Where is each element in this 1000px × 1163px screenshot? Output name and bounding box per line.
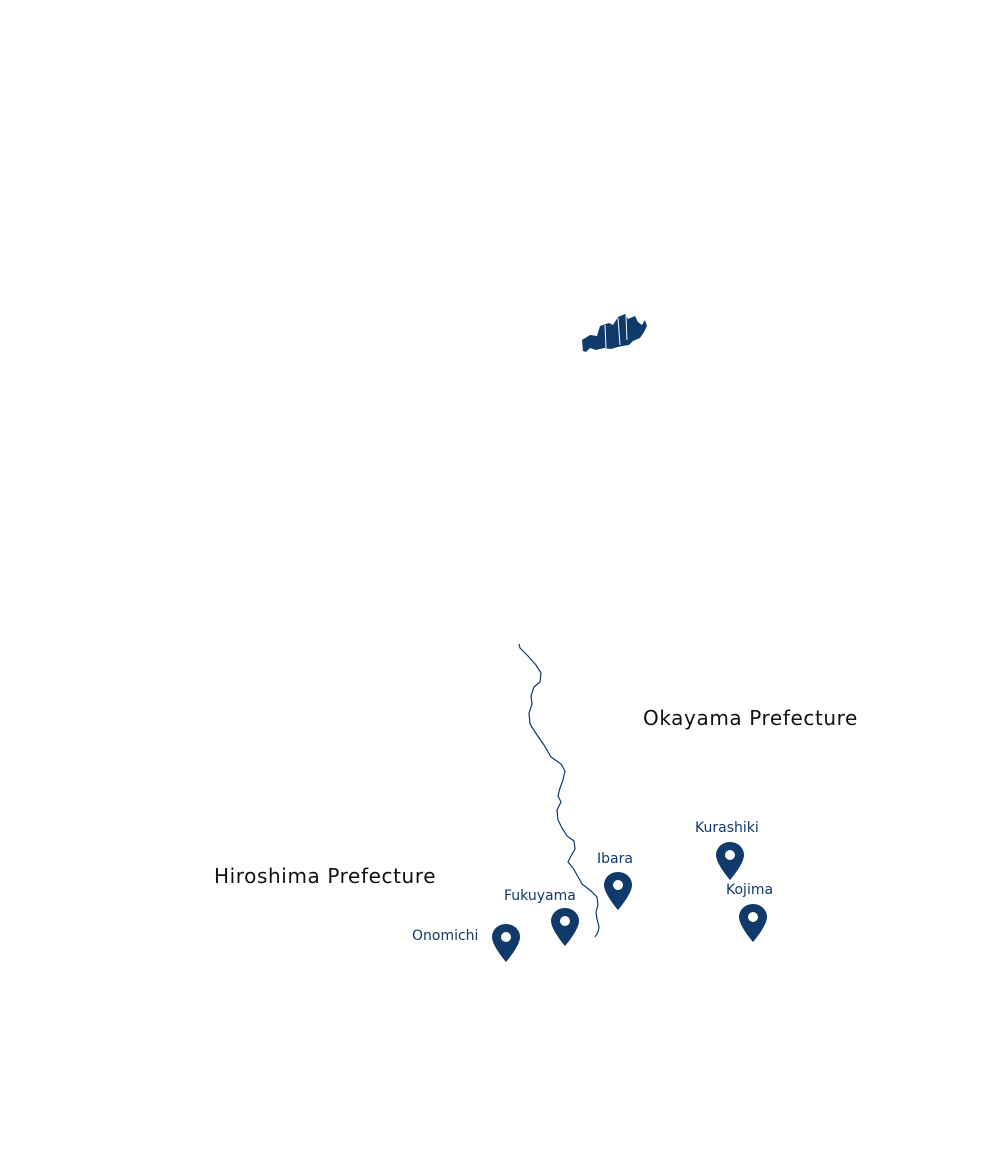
city-label-ibara: Ibara — [597, 851, 633, 867]
map-pin-icon[interactable] — [549, 906, 581, 948]
map-pin-icon[interactable] — [602, 870, 634, 912]
prefecture-boundary-line — [518, 643, 600, 938]
region-locator-icon — [582, 314, 647, 352]
city-label-fukuyama: Fukuyama — [504, 888, 576, 904]
city-label-onomichi: Onomichi — [412, 928, 479, 944]
map-pin-icon[interactable] — [490, 922, 522, 964]
okayama-prefecture-label: Okayama Prefecture — [643, 706, 858, 730]
hiroshima-prefecture-label: Hiroshima Prefecture — [214, 864, 437, 888]
city-label-kurashiki: Kurashiki — [695, 820, 759, 836]
map-pin-icon[interactable] — [737, 902, 769, 944]
map-pin-icon[interactable] — [714, 840, 746, 882]
city-label-kojima: Kojima — [726, 882, 774, 898]
